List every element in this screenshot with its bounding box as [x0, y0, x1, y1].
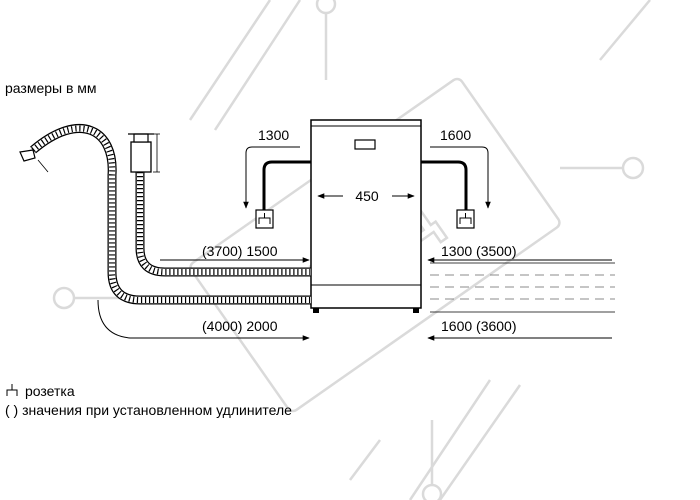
inlet-hose — [128, 133, 311, 277]
brackets-legend-text: ( ) значения при установленном удлинител… — [5, 402, 292, 418]
power-cords — [262, 160, 468, 210]
drain-hose-end-icon — [19, 149, 36, 162]
right-tap-label: 1600 — [440, 127, 471, 143]
legend: розетка ( ) значения при установленном у… — [5, 383, 292, 418]
upper-hose-dimensions: (3700) 1500 1300 (3500) — [160, 243, 612, 263]
foot-left — [313, 308, 319, 313]
lower-hose-dimensions: (4000) 2000 1600 (3600) — [97, 299, 612, 341]
socket-right-icon — [456, 209, 475, 229]
right-lower-label: 1600 (3600) — [441, 318, 517, 334]
left-upper-label: (3700) 1500 — [202, 243, 278, 259]
dishwasher-body — [310, 119, 422, 313]
socket-legend-text: розетка — [25, 383, 75, 399]
control-panel-icon — [354, 139, 376, 150]
units-heading: размеры в мм — [5, 80, 97, 96]
foot-right — [413, 308, 419, 313]
right-tap-dimension: 1600 — [430, 127, 491, 209]
drain-hose — [19, 123, 311, 305]
left-lower-label: (4000) 2000 — [202, 318, 278, 334]
aquastop-valve-icon — [128, 133, 154, 173]
socket-left-icon — [255, 209, 274, 229]
socket-legend-icon — [6, 384, 18, 396]
width-dimension: 450 — [317, 188, 415, 204]
width-label: 450 — [355, 188, 379, 204]
left-tap-dimension: 1300 — [243, 127, 300, 209]
floor-lines — [430, 262, 615, 313]
left-tap-label: 1300 — [258, 127, 289, 143]
right-upper-label: 1300 (3500) — [441, 243, 517, 259]
